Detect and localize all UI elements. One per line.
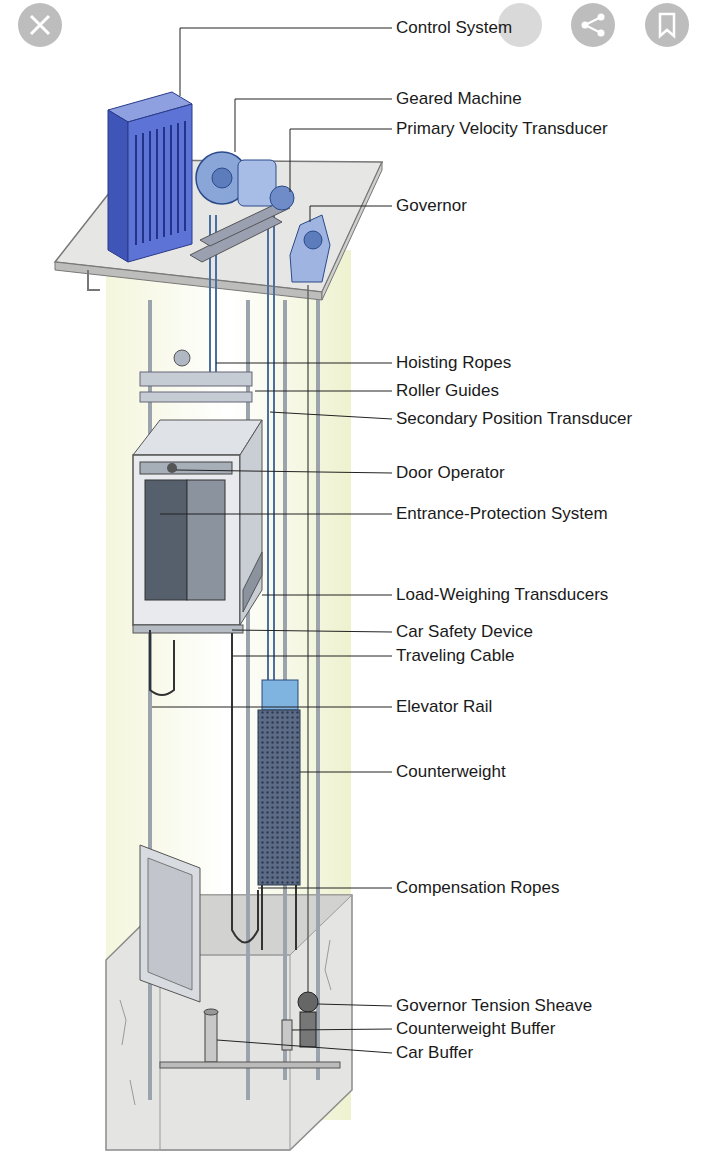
part-label: Secondary Position Transducer <box>396 408 632 430</box>
part-label: Entrance-Protection System <box>396 503 608 525</box>
part-label: Governor Tension Sheave <box>396 995 592 1017</box>
part-label: Load-Weighing Transducers <box>396 584 608 606</box>
control-cabinet <box>108 92 192 262</box>
geared-machine <box>190 152 294 262</box>
part-label: Roller Guides <box>396 380 499 402</box>
governor <box>290 215 330 282</box>
counterweight <box>258 680 300 950</box>
governor-rope <box>307 285 309 1000</box>
part-label: Counterweight Buffer <box>396 1018 555 1040</box>
part-label: Governor <box>396 195 467 217</box>
part-label: Traveling Cable <box>396 645 514 667</box>
machine-room-slab <box>55 160 382 300</box>
part-label: Elevator Rail <box>396 696 492 718</box>
elevator-car <box>133 350 262 633</box>
part-label: Car Buffer <box>396 1042 473 1064</box>
ui-buttons <box>18 3 689 47</box>
part-label: Compensation Ropes <box>396 877 559 899</box>
traveling-cable <box>150 630 174 695</box>
leader-lines <box>152 28 392 1053</box>
landing-door <box>140 845 200 1002</box>
part-label: Hoisting Ropes <box>396 352 511 374</box>
part-label: Geared Machine <box>396 88 522 110</box>
part-label: Car Safety Device <box>396 621 533 643</box>
part-label: Control System <box>396 17 512 39</box>
part-label: Door Operator <box>396 462 505 484</box>
compensation-ropes <box>232 633 258 943</box>
part-label: Primary Velocity Transducer <box>396 118 608 140</box>
part-label: Counterweight <box>396 761 506 783</box>
